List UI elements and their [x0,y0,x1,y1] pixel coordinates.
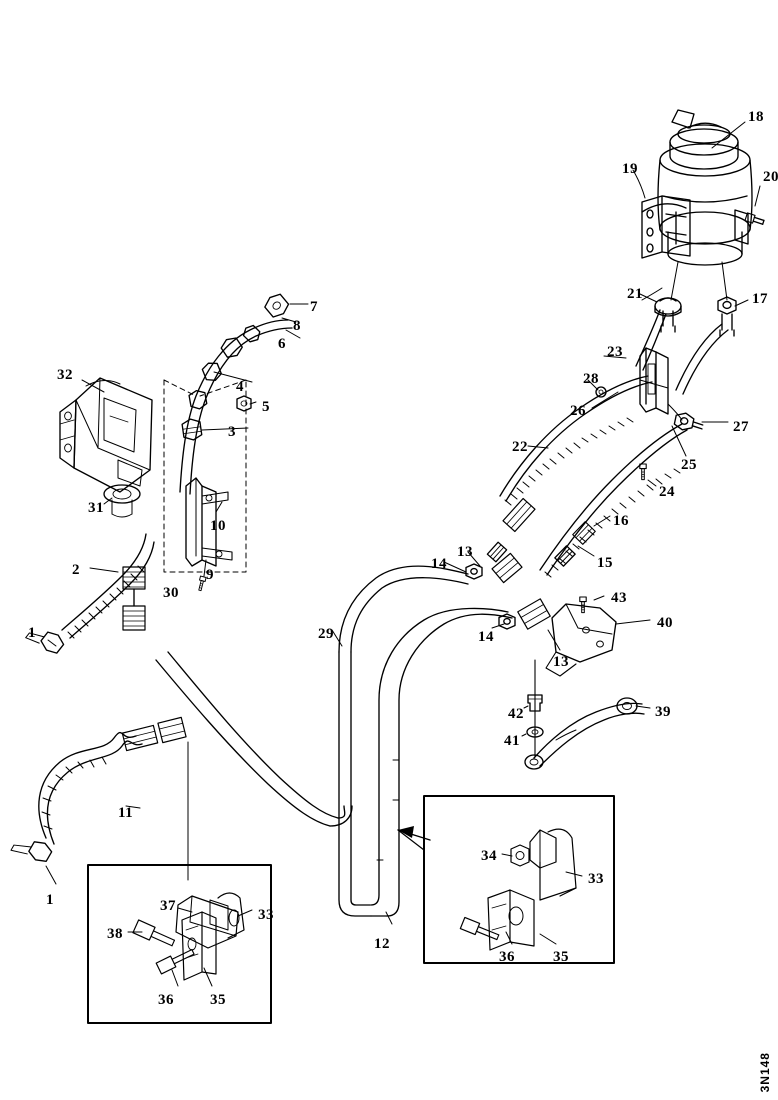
tube-left-diagonal [155,651,353,827]
callout-14b: 14 [478,629,494,645]
manifold-block [639,347,704,431]
callout-21: 21 [627,286,643,302]
callout-1: 1 [28,625,36,641]
callout-32: 32 [57,367,73,383]
callout-36b: 36 [158,992,174,1008]
callout-30: 30 [163,585,179,601]
tube-29 [338,565,469,917]
callout-2: 2 [72,562,80,578]
callout-8: 8 [293,318,301,334]
callout-24: 24 [659,484,675,500]
callout-5: 5 [262,399,270,415]
callout-35b: 35 [210,992,226,1008]
callout-37: 37 [160,898,176,914]
callout-15: 15 [597,555,613,571]
callout-38: 38 [107,926,123,942]
callout-40: 40 [657,615,673,631]
callout-29: 29 [318,626,334,642]
callout-19: 19 [622,161,638,177]
arm-39 [524,697,645,770]
callout-9: 9 [206,567,214,583]
hose-28 [675,323,723,391]
tube-12 [370,607,513,917]
coupler-30 [122,566,146,631]
bracket-40 [545,603,617,677]
left-detail-box [87,864,272,1024]
callout-22: 22 [512,439,528,455]
callout-13b: 13 [553,654,569,670]
callout-26: 26 [570,403,586,419]
hose-22 [499,375,649,497]
callout-25: 25 [681,457,697,473]
hose-16 [539,423,683,571]
reservoir-assembly [641,109,765,266]
leader-lines [45,303,729,925]
callout-13: 13 [457,544,473,560]
callout-33: 33 [588,871,604,887]
hose-2 [61,533,147,631]
hose-23 [635,309,661,367]
fittings-21-17 [639,261,749,337]
callout-10: 10 [210,518,226,534]
callout-12: 12 [374,936,390,952]
callout-42: 42 [508,706,524,722]
right-detail-box [397,795,615,964]
callout-23: 23 [607,344,623,360]
pump-head-32 [59,377,153,518]
callout-27: 27 [733,419,749,435]
callout-14: 14 [431,556,447,572]
callout-1b: 1 [46,892,54,908]
tube-3-8 [179,293,293,495]
callout-4: 4 [236,379,244,395]
callout-39: 39 [655,704,671,720]
callout-20: 20 [763,169,778,185]
callout-31: 31 [88,500,104,516]
hose-11 [10,716,187,863]
sheet-code: 3N148 [758,1051,772,1092]
callout-41: 41 [504,733,520,749]
callout-34: 34 [481,848,497,864]
callout-17: 17 [752,291,768,307]
callout-7: 7 [310,299,318,315]
callout-18: 18 [748,109,764,125]
callout-11: 11 [118,805,134,821]
callout-43: 43 [611,590,627,606]
callout-16: 16 [613,513,629,529]
callout-28: 28 [583,371,599,387]
callout-6: 6 [278,336,286,352]
callout-33b: 33 [258,907,274,923]
callout-35: 35 [553,949,569,965]
bracket-10 [185,477,233,567]
callout-3: 3 [228,424,236,440]
callout-36: 36 [499,949,515,965]
